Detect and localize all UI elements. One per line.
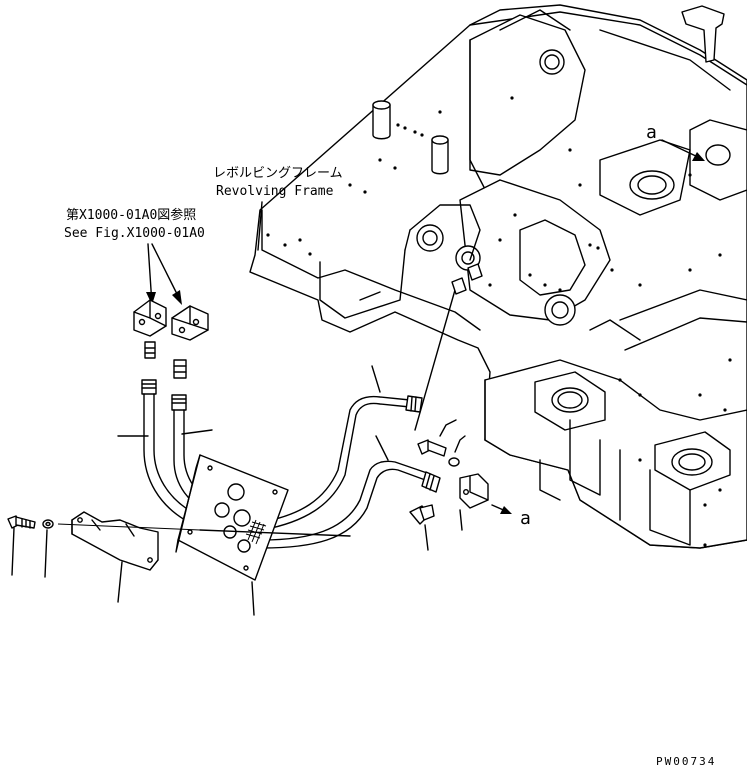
frame-fitting-2 xyxy=(467,263,483,281)
pressure-switch-bracket xyxy=(459,473,512,531)
frame-label-leader xyxy=(257,201,263,251)
mounting-bolt-washer xyxy=(417,419,466,467)
figure-reference-jp: 第X1000-01A0図参照 xyxy=(66,208,197,223)
reference-arrows xyxy=(146,243,182,306)
revolving-frame-label-en: Revolving Frame xyxy=(216,184,334,199)
marker-a-bottom: a xyxy=(520,508,531,529)
marker-a-top: a xyxy=(646,122,657,143)
pressure-switch xyxy=(409,504,435,551)
figure-reference-en: See Fig.X1000-01A0 xyxy=(64,226,205,241)
revolving-frame xyxy=(249,4,747,549)
cover-plate xyxy=(71,511,159,603)
frame-fitting xyxy=(451,277,467,295)
tee-bracket-right xyxy=(171,305,209,341)
marker-a-arrow xyxy=(661,139,705,161)
revolving-frame-label-jp: レボルビングフレーム xyxy=(213,166,343,181)
frame-bolt-holes xyxy=(266,96,732,547)
frame-fitting-leader xyxy=(414,289,456,431)
part-code: PW00734 xyxy=(656,755,717,768)
hose-leaders xyxy=(117,365,389,537)
elbow-fittings xyxy=(144,341,187,379)
bolt-axis-line xyxy=(57,523,201,531)
washer xyxy=(42,519,54,578)
manifold-plate xyxy=(175,454,289,616)
cap-bolt xyxy=(7,515,36,576)
tee-bracket-left xyxy=(133,299,167,337)
